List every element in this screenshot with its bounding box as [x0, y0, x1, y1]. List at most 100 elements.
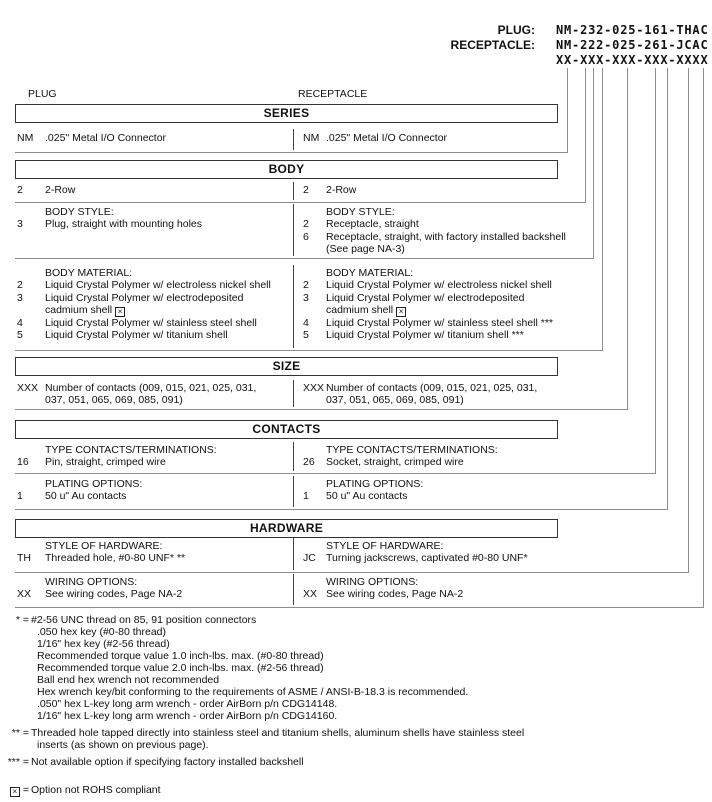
subsection-header: TYPE CONTACTS/TERMINATIONS: — [45, 444, 217, 456]
option-code: 6 — [303, 230, 309, 243]
option-code: XX — [17, 588, 32, 601]
option-code: 2 — [303, 279, 309, 292]
option-code: 1 — [17, 490, 23, 503]
footnote-text: 1/16" hex L-key long arm wrench - order … — [37, 710, 338, 722]
receptacle-column-header: RECEPTACLE — [298, 88, 368, 100]
section-header-hardware: HARDWARE — [15, 519, 558, 538]
column-divider-line — [293, 204, 294, 256]
plug-part-number-label: PLUG: — [497, 23, 535, 37]
subsection-header: PLATING OPTIONS: — [45, 478, 143, 490]
part-number-connector-line — [655, 68, 656, 474]
option-text: Liquid Crystal Polymer w/ titanium shell — [45, 329, 228, 341]
subsection-header: BODY MATERIAL: — [326, 267, 414, 279]
subsection-header: BODY STYLE: — [45, 206, 114, 218]
column-divider-line — [293, 442, 294, 471]
subsection-header: STYLE OF HARDWARE: — [45, 540, 163, 552]
subsection-header: WIRING OPTIONS: — [45, 576, 138, 588]
part-number-connector-line — [688, 68, 689, 573]
option-text: Number of contacts (009, 015, 021, 025, … — [326, 382, 538, 394]
plug-part-number-value: NM-232-025-161-THAC — [556, 23, 709, 37]
subsection-divider-line — [15, 509, 668, 510]
subsection-header: PLATING OPTIONS: — [326, 478, 424, 490]
receptacle-part-number-value: NM-222-025-261-JCAC — [556, 38, 709, 52]
column-divider-line — [293, 476, 294, 507]
option-code: 16 — [17, 456, 29, 469]
footnote-marker: * = — [15, 614, 29, 626]
footnote-text: #2-56 UNC thread on 85, 91 position conn… — [31, 614, 257, 626]
option-text: 2-Row — [326, 184, 357, 196]
option-text: Receptacle, straight, with factory insta… — [326, 230, 566, 243]
section-header-size: SIZE — [15, 357, 558, 376]
not-rohs-icon: × — [9, 787, 20, 797]
option-text: Liquid Crystal Polymer w/ stainless stee… — [45, 316, 257, 329]
subsection-header: BODY STYLE: — [326, 206, 395, 218]
subsection-divider-line — [15, 350, 603, 351]
option-text: .025" Metal I/O Connector — [45, 132, 167, 144]
subsection-header: BODY MATERIAL: — [45, 267, 133, 279]
footnote-text: 1/16" hex key (#2-56 thread) — [37, 638, 170, 650]
part-number-connector-line — [567, 68, 568, 153]
option-text: See wiring codes, Page NA-2 — [326, 588, 464, 601]
option-code: 2 — [303, 218, 309, 231]
footnote-marker: *** = — [7, 756, 29, 768]
footnote-marker: ** = — [11, 727, 29, 739]
option-text: Liquid Crystal Polymer w/ electroless ni… — [45, 279, 271, 292]
footnote-text: Recommended torque value 2.0 inch-lbs. m… — [37, 662, 324, 674]
option-text: Turning jackscrews, captivated #0-80 UNF… — [326, 552, 528, 565]
footnote-text: Option not ROHS compliant — [31, 784, 161, 796]
footnote-text: Ball end hex wrench not recommended — [37, 674, 220, 686]
not-rohs-icon: × — [396, 307, 407, 318]
subsection-divider-line — [15, 152, 568, 153]
option-code: JC — [303, 552, 316, 565]
option-text: Pin, straight, crimped wire — [45, 456, 166, 469]
option-text: 50 u" Au contacts — [326, 490, 408, 503]
column-divider-line — [293, 182, 294, 200]
subsection-header: TYPE CONTACTS/TERMINATIONS: — [326, 444, 498, 456]
option-text: cadmium shell× — [45, 304, 126, 318]
column-divider-line — [293, 574, 294, 605]
subsection-header: STYLE OF HARDWARE: — [326, 540, 444, 552]
option-text: 2-Row — [45, 184, 76, 196]
option-text: (See page NA-3) — [326, 243, 405, 256]
option-text: Liquid Crystal Polymer w/ stainless stee… — [326, 316, 554, 329]
option-code: TH — [17, 552, 31, 565]
not-rohs-icon: × — [115, 307, 126, 318]
option-code: 2 — [303, 184, 309, 196]
receptacle-part-number-label: RECEPTACLE: — [450, 38, 535, 52]
subsection-divider-line — [15, 607, 704, 608]
option-code: XX — [303, 588, 318, 601]
subsection-divider-line — [15, 258, 594, 259]
option-text: cadmium shell× — [326, 304, 407, 318]
section-header-contacts: CONTACTS — [15, 420, 558, 439]
column-divider-line — [293, 265, 294, 348]
column-divider-line — [293, 380, 294, 407]
option-text: .025" Metal I/O Connector — [326, 132, 448, 144]
subsection-divider-line — [15, 572, 689, 573]
option-code: NM — [303, 132, 320, 144]
option-code: 5 — [303, 329, 309, 341]
footnote-text: Recommended torque value 1.0 inch-lbs. m… — [37, 650, 324, 662]
option-code: 4 — [17, 316, 23, 329]
option-text: Threaded hole, #0-80 UNF* ** — [45, 552, 186, 565]
part-number-connector-line — [602, 68, 603, 351]
part-number-connector-line — [627, 68, 628, 410]
option-code: NM — [17, 132, 34, 144]
option-code: 5 — [17, 329, 23, 341]
option-text: 50 u" Au contacts — [45, 490, 127, 503]
footnote-text: Threaded hole tapped directly into stain… — [31, 727, 525, 739]
part-number-connector-line — [585, 68, 586, 203]
option-text: Liquid Crystal Polymer w/ electrodeposit… — [326, 291, 525, 304]
column-divider-line — [293, 129, 294, 150]
plug-column-header: PLUG — [28, 88, 57, 100]
option-code: 3 — [17, 218, 23, 231]
subsection-divider-line — [15, 202, 586, 203]
footnote-marker: ×= — [2, 784, 29, 797]
option-text: Receptacle, straight — [326, 218, 419, 231]
option-code: 2 — [17, 184, 23, 196]
footnote-text: Not available option if specifying facto… — [31, 756, 304, 768]
option-text: See wiring codes, Page NA-2 — [45, 588, 183, 601]
option-text: Socket, straight, crimped wire — [326, 456, 464, 469]
part-number-connector-line — [667, 68, 668, 510]
column-divider-line — [293, 538, 294, 570]
